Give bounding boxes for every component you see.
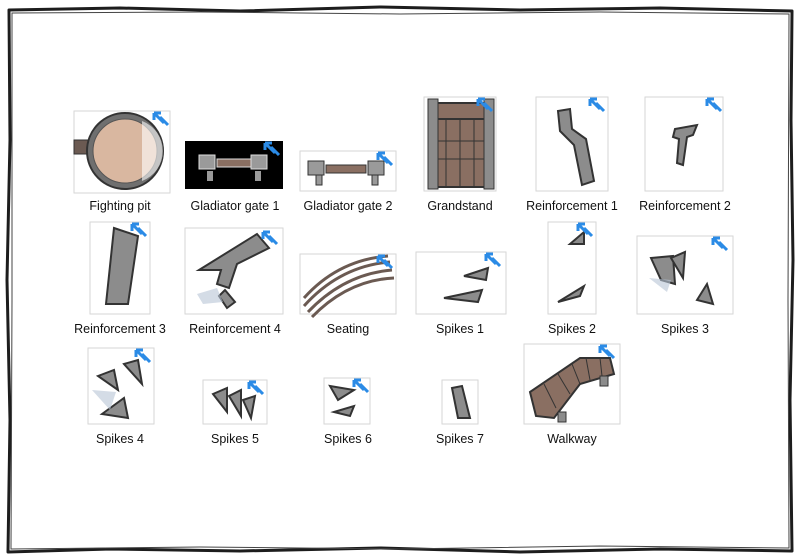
- gladiator-gate-icon: [307, 160, 385, 186]
- gladiator-gate-2-thumbnail: [290, 95, 406, 199]
- reinforcement-icon: [195, 232, 271, 310]
- gladiator-gate-1-thumbnail: [177, 95, 293, 199]
- seating-thumbnail: [290, 218, 406, 322]
- shortcut-arrow-icon: [152, 111, 170, 127]
- spikes-icon: [328, 384, 357, 418]
- shortcut-arrow-icon: [130, 222, 148, 238]
- spikes-icon: [450, 384, 472, 419]
- shortcut-arrow-icon: [134, 348, 152, 364]
- file-label: Spikes 4: [96, 432, 144, 446]
- file-label: Spikes 5: [211, 432, 259, 446]
- file-label: Spikes 6: [324, 432, 372, 446]
- spikes-6-thumbnail: [290, 328, 406, 432]
- fighting-pit-thumbnail: [62, 95, 178, 199]
- shortcut-arrow-icon: [352, 378, 370, 394]
- file-label: Reinforcement 2: [639, 199, 731, 213]
- file-label: Reinforcement 1: [526, 199, 618, 213]
- file-label: Seating: [326, 322, 370, 336]
- file-label: Gladiator gate 2: [303, 199, 393, 213]
- gladiator-gate-icon: [198, 154, 268, 181]
- spikes-icon: [92, 358, 144, 420]
- reinforcement-icon: [556, 107, 596, 187]
- shortcut-arrow-icon: [476, 97, 494, 113]
- spikes-7-thumbnail: [402, 328, 518, 432]
- walkway-icon: [528, 357, 616, 423]
- file-label: Grandstand: [427, 199, 493, 213]
- shortcut-arrow-icon: [261, 230, 279, 246]
- file-label: Spikes 1: [436, 322, 484, 336]
- reinforcement-2-thumbnail: [627, 95, 743, 199]
- reinforcement-1-thumbnail: [514, 95, 630, 199]
- shortcut-arrow-icon: [263, 141, 281, 157]
- spikes-icon: [557, 229, 587, 303]
- shortcut-arrow-icon: [588, 97, 606, 113]
- spikes-icon: [211, 386, 257, 422]
- spikes-1-thumbnail: [402, 218, 518, 322]
- grandstand-thumbnail: [402, 95, 518, 199]
- reinforcement-4-thumbnail: [177, 218, 293, 322]
- file-label: Spikes 2: [548, 322, 596, 336]
- shortcut-arrow-icon: [376, 254, 394, 270]
- shortcut-arrow-icon: [711, 236, 729, 252]
- file-label: Walkway: [547, 432, 597, 446]
- spikes-icon: [443, 266, 490, 304]
- spikes-4-thumbnail: [62, 328, 178, 432]
- shortcut-arrow-icon: [598, 344, 616, 360]
- walkway-thumbnail: [514, 328, 630, 432]
- fighting-pit-icon: [73, 112, 164, 190]
- shortcut-arrow-icon: [484, 252, 502, 268]
- shortcut-arrow-icon: [576, 222, 594, 238]
- shortcut-arrow-icon: [247, 380, 265, 396]
- reinforcement-icon: [104, 226, 140, 305]
- spikes-5-thumbnail: [177, 328, 293, 432]
- spikes-icon: [649, 250, 715, 306]
- shortcut-arrow-icon: [705, 97, 723, 113]
- grandstand-icon: [427, 98, 495, 190]
- shortcut-arrow-icon: [376, 151, 394, 167]
- file-label: Spikes 3: [661, 322, 709, 336]
- spikes-2-thumbnail: [514, 218, 630, 322]
- spikes-3-thumbnail: [627, 218, 743, 322]
- file-label: Reinforcement 4: [189, 322, 281, 336]
- file-label: Reinforcement 3: [74, 322, 166, 336]
- file-label: Gladiator gate 1: [190, 199, 280, 213]
- reinforcement-3-thumbnail: [62, 218, 178, 322]
- reinforcement-icon: [671, 123, 699, 167]
- file-label: Fighting pit: [89, 199, 151, 213]
- file-label: Spikes 7: [436, 432, 484, 446]
